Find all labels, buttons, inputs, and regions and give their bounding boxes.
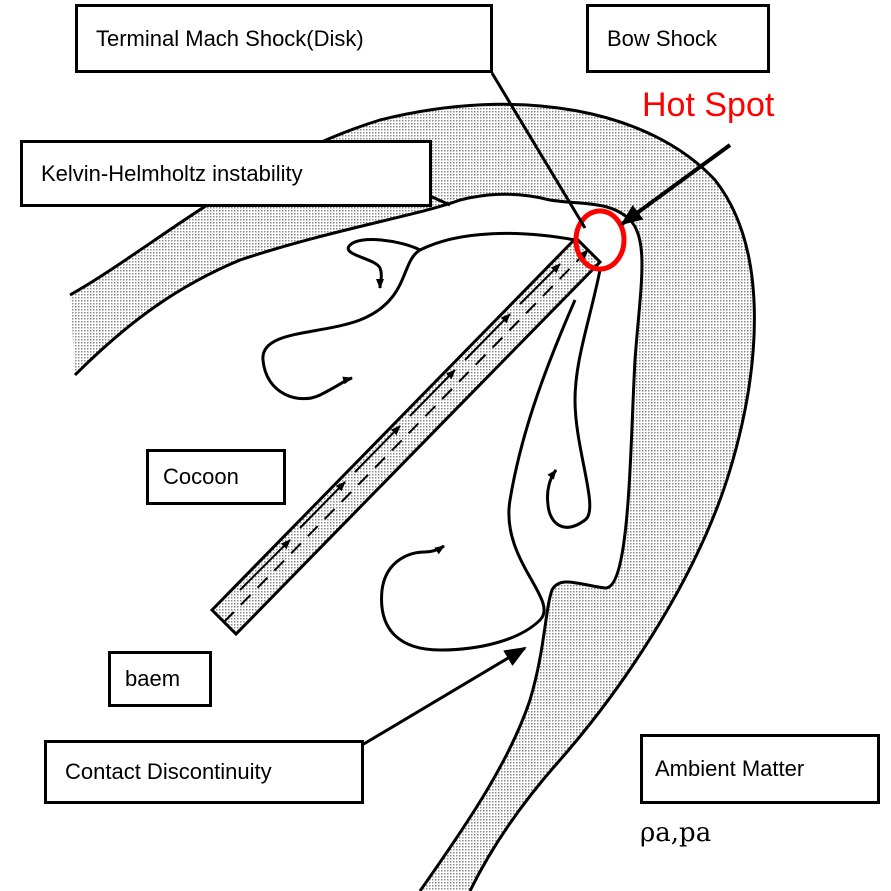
- beam-jet: [212, 238, 600, 634]
- contact-discontinuity-arrow: [362, 648, 525, 745]
- ambient-density-pressure-symbols: ρa,pa: [640, 818, 711, 848]
- beam-label: baem: [108, 651, 212, 707]
- contact-discontinuity-label: Contact Discontinuity: [44, 740, 364, 804]
- kelvin-helmholtz-label: Kelvin-Helmholtz instability: [20, 140, 432, 207]
- cocoon-label: Cocoon: [146, 449, 286, 505]
- hot-spot-label: Hot Spot: [642, 86, 774, 125]
- terminal-mach-shock-label: Terminal Mach Shock(Disk): [75, 4, 493, 73]
- ambient-matter-label: Ambient Matter: [640, 734, 880, 804]
- bow-shock-label: Bow Shock: [586, 4, 770, 73]
